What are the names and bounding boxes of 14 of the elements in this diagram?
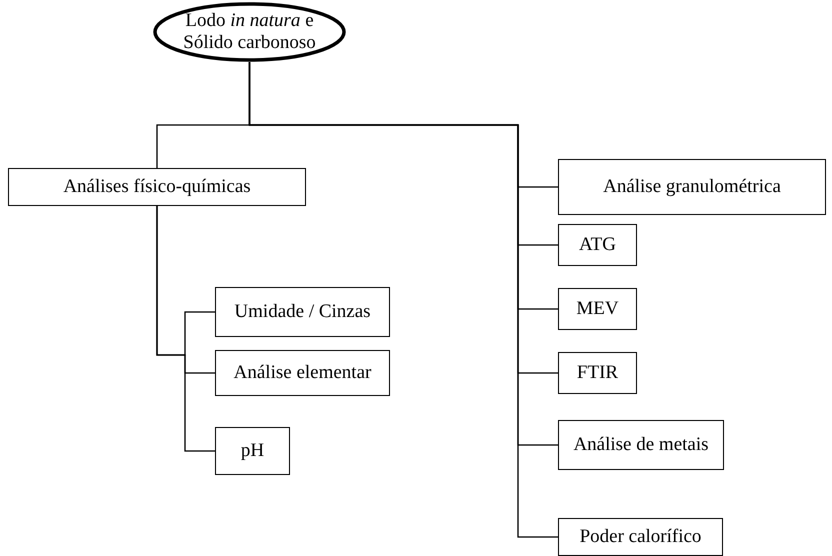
process-box: Análise elementar <box>215 350 390 396</box>
connector-line <box>248 62 558 538</box>
process-box: Umidade / Cinzas <box>215 287 390 337</box>
process-box: Análise de metais <box>558 420 724 470</box>
connector-line <box>156 206 215 452</box>
process-box: pH <box>215 427 290 475</box>
start-ellipse <box>153 2 346 62</box>
process-box: MEV <box>558 288 637 330</box>
process-box: Análises físico-químicas <box>8 168 306 206</box>
process-box: Poder calorífico <box>558 518 723 556</box>
node-label: Lodo in natura e Sólido carbonoso <box>182 10 317 54</box>
process-box: Análise granulométrica <box>558 159 826 215</box>
process-box: ATG <box>558 224 637 266</box>
process-box: FTIR <box>558 352 637 394</box>
